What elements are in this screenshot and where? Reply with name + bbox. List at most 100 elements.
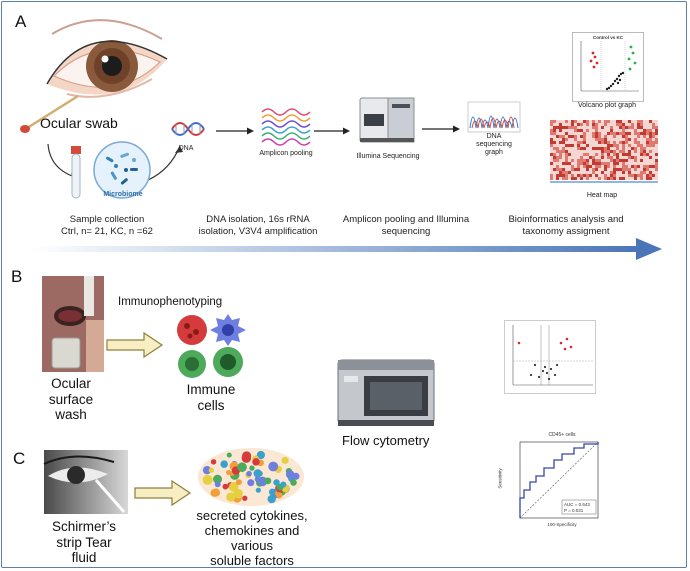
heatmap-cell bbox=[631, 129, 634, 132]
heatmap-cell bbox=[601, 162, 604, 165]
heatmap-cell bbox=[655, 120, 658, 123]
heatmap-cell bbox=[595, 168, 598, 171]
heatmap-cell bbox=[559, 147, 562, 150]
heatmap-cell bbox=[655, 177, 658, 180]
cytokine-dot bbox=[220, 460, 228, 468]
heatmap-cell bbox=[586, 144, 589, 147]
heatmap-cell bbox=[637, 165, 640, 168]
heatmap-cell bbox=[628, 150, 631, 153]
heatmap-cell bbox=[601, 174, 604, 177]
heatmap-cell bbox=[646, 138, 649, 141]
heatmap-cell bbox=[586, 153, 589, 156]
heatmap-cell bbox=[550, 132, 553, 135]
heatmap-cell bbox=[556, 171, 559, 174]
heatmap-cell bbox=[628, 174, 631, 177]
heatmap-cell bbox=[598, 123, 601, 126]
heatmap-cell bbox=[625, 126, 628, 129]
heatmap-cell bbox=[607, 165, 610, 168]
heatmap-cell bbox=[589, 177, 592, 180]
dna-graph-label: DNA sequencing graph bbox=[476, 133, 512, 157]
heatmap-cell bbox=[574, 126, 577, 129]
heatmap-cell bbox=[559, 138, 562, 141]
heatmap-cell bbox=[595, 144, 598, 147]
heatmap-cell bbox=[571, 171, 574, 174]
heatmap-cell bbox=[631, 126, 634, 129]
heatmap-cell bbox=[616, 123, 619, 126]
heatmap-cell bbox=[583, 129, 586, 132]
panel-label-a: A bbox=[15, 12, 27, 31]
cytokine-dot bbox=[280, 481, 287, 488]
heatmap-cell bbox=[655, 150, 658, 153]
heatmap-cell bbox=[574, 135, 577, 138]
heatmap-cell bbox=[616, 144, 619, 147]
heatmap-cell bbox=[622, 165, 625, 168]
heatmap-cell bbox=[595, 174, 598, 177]
heatmap-cell bbox=[586, 141, 589, 144]
roc-chart: CD45+ cells Sensitivity AUC = 0.643 P = … bbox=[498, 432, 606, 532]
heatmap-cell bbox=[625, 132, 628, 135]
heatmap-cell bbox=[571, 174, 574, 177]
heatmap-cell bbox=[628, 135, 631, 138]
heatmap-cell bbox=[649, 156, 652, 159]
heatmap-cell bbox=[580, 144, 583, 147]
heatmap-cell bbox=[565, 171, 568, 174]
heatmap-cell bbox=[625, 120, 628, 123]
heatmap-cell bbox=[556, 120, 559, 123]
heatmap-cell bbox=[607, 177, 610, 180]
sequencer-icon bbox=[359, 97, 415, 143]
heatmap-cell bbox=[628, 147, 631, 150]
sequencing-graph bbox=[467, 101, 521, 133]
heatmap-cell bbox=[577, 126, 580, 129]
heatmap-cell bbox=[634, 150, 637, 153]
heatmap-cell bbox=[580, 177, 583, 180]
heatmap-cell bbox=[619, 177, 622, 180]
heatmap-cell bbox=[646, 123, 649, 126]
heatmap-cell bbox=[553, 138, 556, 141]
heatmap-cell bbox=[649, 129, 652, 132]
heatmap-cell bbox=[655, 174, 658, 177]
heatmap-caption: Heat map bbox=[586, 192, 618, 199]
heatmap-cell bbox=[553, 162, 556, 165]
heatmap-cell bbox=[619, 168, 622, 171]
heatmap-cell bbox=[655, 126, 658, 129]
heatmap-cell bbox=[616, 120, 619, 123]
cytokine-dot bbox=[210, 489, 219, 497]
heatmap-cell bbox=[643, 132, 646, 135]
heatmap-cell bbox=[622, 153, 625, 156]
step-3-line1: Amplicon pooling and Illumina bbox=[342, 214, 470, 225]
heatmap-cell bbox=[619, 144, 622, 147]
heatmap-cell bbox=[592, 150, 595, 153]
heatmap-cell bbox=[649, 159, 652, 162]
heatmap-cell bbox=[580, 168, 583, 171]
schirmer-line2: strip Tear bbox=[56, 534, 112, 550]
cytokine-dot bbox=[264, 477, 272, 485]
heatmap-cell bbox=[646, 126, 649, 129]
step-1-caption: Sample collection Ctrl, n= 21, KC, n =62 bbox=[52, 214, 162, 239]
heatmap-cell bbox=[586, 168, 589, 171]
heatmap-cell bbox=[637, 171, 640, 174]
heatmap-cell bbox=[616, 177, 619, 180]
heatmap-cell bbox=[631, 120, 634, 123]
heatmap-cell bbox=[598, 168, 601, 171]
heatmap-cell bbox=[562, 138, 565, 141]
heatmap-cell bbox=[616, 162, 619, 165]
heatmap-cell bbox=[577, 177, 580, 180]
heatmap-cell bbox=[583, 171, 586, 174]
heatmap-cell bbox=[553, 120, 556, 123]
heatmap-cell bbox=[643, 156, 646, 159]
heatmap-cell bbox=[640, 129, 643, 132]
ocular-swab-label: Ocular swab bbox=[40, 115, 118, 131]
heatmap-cell bbox=[577, 165, 580, 168]
heatmap-cell bbox=[586, 156, 589, 159]
roc-p: P = 0.031 bbox=[564, 508, 584, 513]
heatmap-cell bbox=[637, 147, 640, 150]
heatmap-cell bbox=[640, 177, 643, 180]
heatmap-cell bbox=[607, 123, 610, 126]
heatmap-cell bbox=[646, 132, 649, 135]
cytokine-dot bbox=[252, 458, 260, 466]
heatmap-cell bbox=[622, 168, 625, 171]
heatmap-cell bbox=[565, 159, 568, 162]
heatmap-cell bbox=[583, 174, 586, 177]
heatmap-cell bbox=[610, 135, 613, 138]
heatmap-cell bbox=[652, 141, 655, 144]
